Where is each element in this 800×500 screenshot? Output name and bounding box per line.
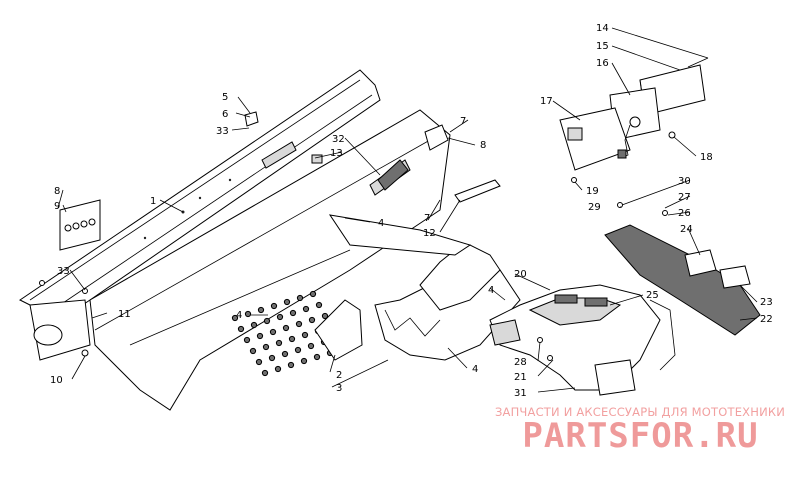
callout-17: 17	[540, 96, 553, 107]
perforation-hole	[321, 312, 329, 320]
callout-8-b: 8	[480, 140, 486, 151]
upper-flap	[328, 214, 501, 311]
callout-19: 19	[586, 186, 599, 197]
callout-14: 14	[596, 23, 609, 34]
perforation-hole	[289, 309, 297, 317]
callout-7-b: 7	[424, 213, 430, 224]
hitch-bracket	[29, 299, 91, 361]
perforation-hole	[287, 361, 295, 369]
perforation-hole	[250, 321, 258, 329]
callout-4-c: 4	[488, 285, 494, 296]
callout-8-a: 8	[54, 186, 60, 197]
clip	[244, 111, 259, 127]
callout-33-a: 33	[216, 126, 229, 137]
perforation-hole	[269, 328, 277, 336]
callout-4-d: 4	[472, 364, 478, 375]
lower-flap	[314, 269, 521, 361]
perforation-hole	[283, 298, 291, 306]
callout-25: 25	[646, 290, 659, 301]
perforation-hole	[276, 313, 284, 321]
callout-2: 2	[336, 370, 342, 381]
callout-15: 15	[596, 41, 609, 52]
callout-labels: 1 2 3 4 4 4 4 5 6 7 7 8 8 9 10 11 12 13 …	[50, 23, 773, 399]
perforation-hole	[294, 346, 302, 354]
callout-21: 21	[514, 372, 527, 383]
perforation-hole	[309, 290, 317, 298]
perforation-hole	[308, 316, 316, 324]
callout-4-b: 4	[378, 218, 384, 229]
callout-5: 5	[222, 92, 228, 103]
callout-22: 22	[760, 314, 773, 325]
tail-light-assembly	[559, 57, 709, 171]
side-badge	[377, 159, 409, 191]
callout-4-a: 4	[236, 310, 242, 321]
perforation-hole	[275, 339, 283, 347]
leader-lines	[57, 27, 758, 393]
callout-20: 20	[514, 269, 527, 280]
bracket-12	[454, 179, 501, 203]
perforation-hole	[243, 336, 251, 344]
callout-9: 9	[54, 201, 60, 212]
watermark-tagline: ЗАПЧАСТИ И АКСЕССУАРЫ ДЛЯ МОТОТЕХНИКИ	[494, 405, 786, 419]
callout-12: 12	[423, 228, 436, 239]
perforation-hole	[281, 350, 289, 358]
callout-1: 1	[150, 196, 156, 207]
callout-24: 24	[680, 224, 693, 235]
perforation-hole	[296, 294, 304, 302]
callout-7-a: 7	[460, 116, 466, 127]
callout-27: 27	[678, 192, 691, 203]
callout-18: 18	[700, 152, 713, 163]
perforation-hole	[261, 369, 269, 377]
perforation-hole	[315, 301, 323, 309]
perforation-hole	[244, 310, 252, 318]
rear-bumper	[489, 284, 676, 396]
perforation-hole	[313, 353, 321, 361]
perforation-hole	[295, 320, 303, 328]
perforation-hole	[270, 302, 278, 310]
callout-6: 6	[222, 109, 228, 120]
perforation-hole	[301, 331, 309, 339]
callout-3: 3	[336, 383, 342, 394]
callout-16: 16	[596, 58, 609, 69]
callout-11: 11	[118, 309, 131, 320]
perforation-hole	[257, 306, 265, 314]
perforation-hole	[274, 365, 282, 373]
small-block	[311, 154, 323, 164]
perforation-hole	[249, 347, 257, 355]
callout-26: 26	[678, 208, 691, 219]
callout-23: 23	[760, 297, 773, 308]
front-plate	[59, 199, 101, 251]
callout-28: 28	[514, 357, 527, 368]
callout-31: 31	[514, 388, 527, 399]
perforation-hole	[231, 314, 239, 322]
perforation-hole	[268, 354, 276, 362]
watermark-brand: PARTSFOR.RU	[522, 416, 759, 456]
callout-30: 30	[678, 176, 691, 187]
perforation-hole	[282, 324, 290, 332]
perforation-hole	[288, 335, 296, 343]
perforation-hole	[263, 317, 271, 325]
callout-10: 10	[50, 375, 63, 386]
perforation-hole	[302, 305, 310, 313]
perforation-hole	[237, 325, 245, 333]
perforation-hole	[300, 357, 308, 365]
perforation-hole	[256, 332, 264, 340]
perforation-hole	[262, 343, 270, 351]
callout-13: 13	[330, 148, 343, 159]
perforation-hole	[307, 342, 315, 350]
perforation-hole	[255, 358, 263, 366]
fasteners	[39, 177, 668, 361]
callout-32: 32	[332, 134, 345, 145]
callout-29: 29	[588, 202, 601, 213]
callout-33-b: 33	[57, 266, 70, 277]
hinge	[424, 124, 449, 151]
snow-flap	[604, 224, 761, 336]
